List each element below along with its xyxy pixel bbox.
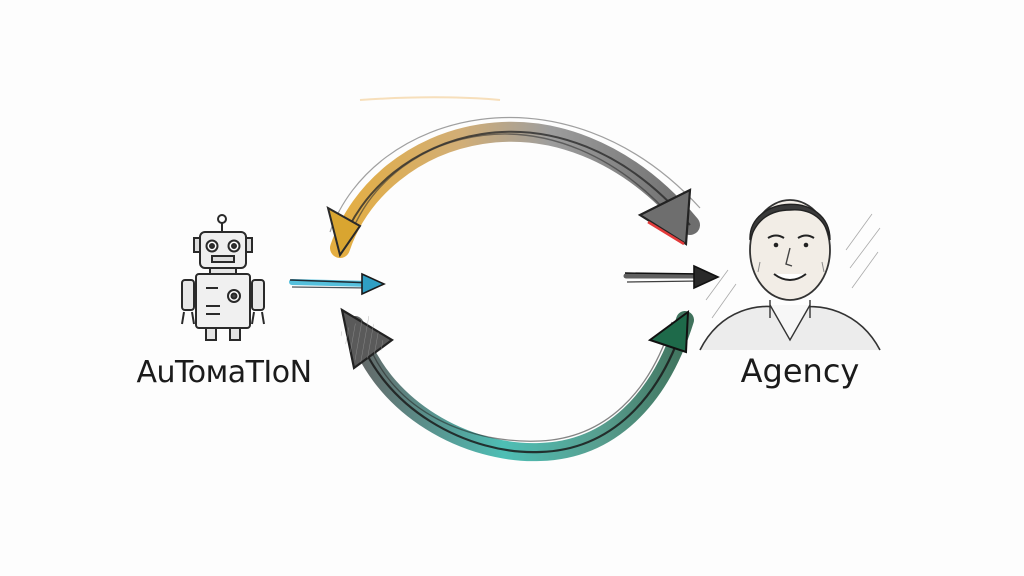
right-output-arrow <box>623 264 720 290</box>
top-cycle-arrow <box>326 96 701 258</box>
top-arrow-head-left <box>326 205 362 258</box>
bottom-cycle-arrow <box>339 307 694 462</box>
top-arrow-head-right <box>637 188 692 246</box>
agency-label: Agency <box>740 352 860 390</box>
person-portrait-icon <box>699 199 881 351</box>
robot-icon <box>181 214 265 341</box>
left-input-arrow <box>289 272 386 296</box>
automation-label: AuToмaTIoN <box>136 355 312 390</box>
bottom-arrow-head-right <box>647 309 690 354</box>
